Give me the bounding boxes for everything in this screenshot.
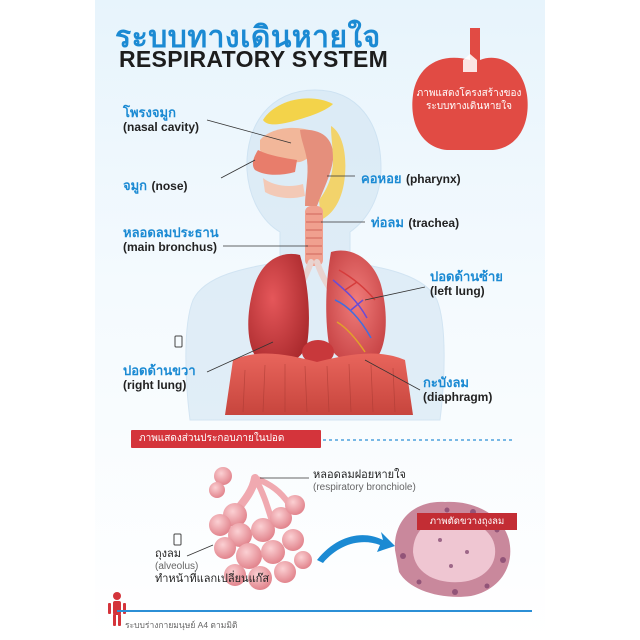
label-diaphragm: กะบังลม (diaphragm) xyxy=(423,375,493,405)
label-trachea: ท่อลม (trachea) xyxy=(371,214,459,232)
human-figure-icon xyxy=(108,592,126,626)
heart-shape xyxy=(302,340,334,364)
label-pharynx-thai: คอหอย xyxy=(361,171,402,186)
label-alveolus-thai: ถุงลม xyxy=(155,548,182,560)
label-respiratory-bronchiole: หลอดลมฝอยหายใจ (respiratory bronchiole) xyxy=(313,469,416,494)
label-left-lung-english: (left lung) xyxy=(430,283,485,298)
touch-icon xyxy=(173,335,183,546)
label-respiratory-bronchiole-thai: หลอดลมฝอยหายใจ xyxy=(313,469,406,481)
label-diaphragm-thai: กะบังลม xyxy=(423,375,469,390)
label-respiratory-bronchiole-english: (respiratory bronchiole) xyxy=(313,482,416,494)
label-right-lung-english: (right lung) xyxy=(123,377,187,392)
footer-divider xyxy=(117,610,532,612)
label-nasal-cavity-english: (nasal cavity) xyxy=(123,119,200,134)
label-alveolus-note: ทำหน้าที่แลกเปลี่ยนแก๊ส xyxy=(155,573,270,586)
label-alveolus: ถุงลม (alveolus) ทำหน้าที่แลกเปลี่ยนแก๊ส xyxy=(155,548,269,586)
label-trachea-thai: ท่อลม xyxy=(371,215,404,230)
label-left-lung-thai: ปอดด้านซ้าย xyxy=(430,269,503,284)
diaphragm-shape xyxy=(225,353,413,415)
zoom-heading: ภาพตัดขวางถุงลม xyxy=(417,513,517,530)
label-main-bronchus: หลอดลมประธาน (main bronchus) xyxy=(123,225,219,255)
section-heading: ภาพแสดงส่วนประกอบภายในปอด xyxy=(131,430,321,448)
callout-badge-shape xyxy=(412,28,528,150)
label-pharynx-english: (pharynx) xyxy=(405,172,461,186)
label-left-lung: ปอดด้านซ้าย (left lung) xyxy=(430,269,503,299)
label-main-bronchus-thai: หลอดลมประธาน xyxy=(123,225,219,240)
zoom-arrow xyxy=(317,532,395,563)
left-lung-shape xyxy=(326,250,386,365)
label-nasal-cavity: โพรงจมูก (nasal cavity) xyxy=(123,105,200,135)
leader-lines xyxy=(206,119,426,391)
label-right-lung-thai: ปอดด้านขวา xyxy=(123,363,196,378)
right-lung-shape xyxy=(248,253,309,366)
label-nose-thai: จมูก xyxy=(123,178,148,193)
label-pharynx: คอหอย (pharynx) xyxy=(361,170,461,188)
trachea-tube xyxy=(305,206,323,266)
label-diaphragm-english: (diaphragm) xyxy=(423,389,493,404)
head-anatomy xyxy=(252,98,346,220)
lung-vessels xyxy=(332,269,376,353)
callout-text: ภาพแสดงโครงสร้างของระบบทางเดินหายใจ xyxy=(416,88,522,112)
label-main-bronchus-english: (main bronchus) xyxy=(123,239,218,254)
label-alveolus-english: (alveolus) xyxy=(155,561,199,573)
label-right-lung: ปอดด้านขวา (right lung) xyxy=(123,363,196,393)
title-thai: ระบบทางเดินหายใจ xyxy=(115,21,381,54)
label-trachea-english: (trachea) xyxy=(408,216,460,230)
alveoli-cluster xyxy=(209,467,312,590)
label-nasal-cavity-thai: โพรงจมูก xyxy=(123,105,176,120)
poster: ระบบทางเดินหายใจ RESPIRATORY SYSTEM ภาพแ… xyxy=(95,0,545,640)
label-nose: จมูก (nose) xyxy=(123,177,188,195)
title-english: RESPIRATORY SYSTEM xyxy=(119,46,389,72)
footer-text: ระบบร่างกายมนุษย์ A4 ตามมิติ xyxy=(125,620,238,630)
label-nose-english: (nose) xyxy=(151,179,188,193)
